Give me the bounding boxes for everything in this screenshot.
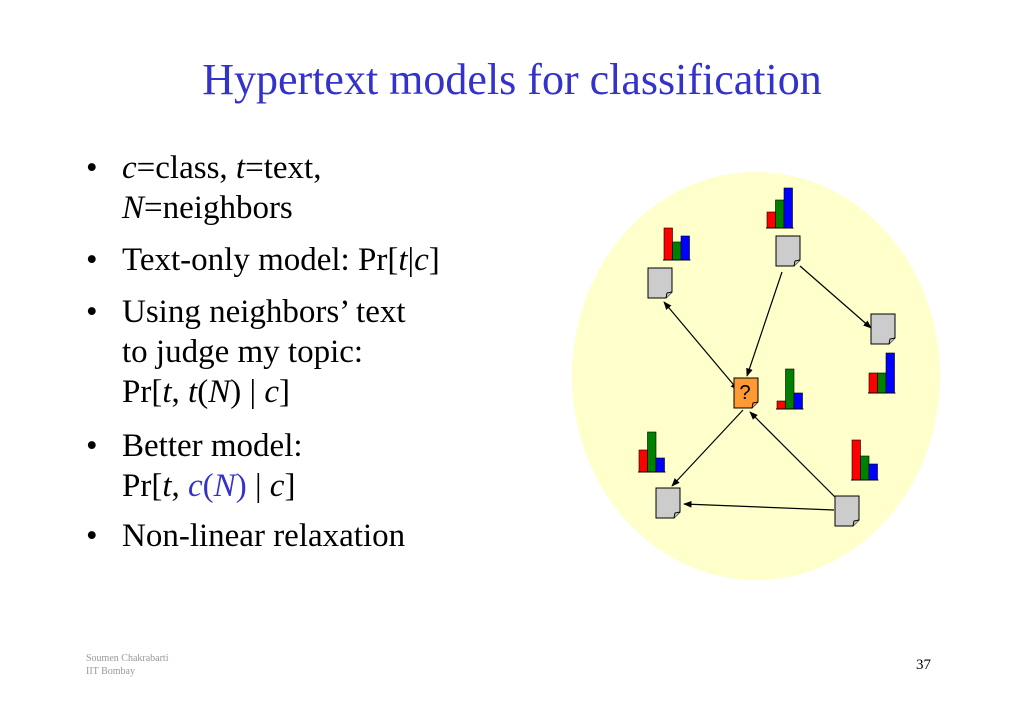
bullet-line: Better model: — [122, 426, 556, 466]
link-bottom-right-unknown — [749, 411, 837, 499]
class-histogram — [766, 187, 794, 229]
bullet-text: =neighbors — [144, 190, 293, 226]
bullet-glyph: • — [86, 242, 98, 278]
bullet-text: ( — [197, 374, 209, 410]
bullet-line: Pr[t, t(N) | c] — [122, 372, 556, 412]
bullet-line: Text-only model: Pr[t|c] — [122, 240, 556, 280]
doc-icon-unknown: ? — [733, 377, 759, 409]
doc-icon-bottom-right — [834, 495, 860, 527]
bullet-text: ) — [235, 468, 247, 504]
link-unknown-top-left — [663, 301, 739, 391]
bullet-text: =text, — [245, 150, 322, 186]
class-histograms — [638, 187, 896, 481]
bullet-text: t — [398, 242, 408, 278]
bullet-text: c — [269, 468, 285, 504]
histogram-bar-green — [860, 455, 870, 481]
bullet-item: •c=class, t=text,N=neighbors — [86, 148, 556, 228]
bullet-text: t — [235, 150, 246, 186]
class-histogram — [776, 368, 804, 410]
bullet-text: t — [162, 374, 172, 410]
histogram-bar-green — [775, 199, 785, 229]
histogram-bar-red — [868, 372, 878, 394]
bullet-text: Pr[ — [122, 374, 163, 410]
histogram-bar-red — [638, 449, 648, 473]
bullet-text: Text-only model: Pr[ — [122, 242, 399, 278]
bullet-glyph: • — [86, 518, 98, 554]
bullet-item: • Non-linear relaxation — [86, 516, 556, 556]
link-top-center-right — [799, 265, 872, 329]
bullet-line: N=neighbors — [122, 188, 556, 228]
histogram-bar-red — [766, 211, 776, 229]
bullet-text: =class, — [136, 150, 236, 186]
bullet-text: c — [264, 374, 279, 410]
bullet-item: •Better model:Pr[t, c(N) | c] — [86, 426, 556, 506]
bullet-text: N — [122, 190, 145, 226]
bullet-text: N — [213, 468, 236, 504]
bullet-line: Using neighbors’ text — [122, 292, 556, 332]
bullet-text: ] — [428, 242, 440, 278]
bullet-text: ( — [202, 468, 214, 504]
class-histogram — [638, 431, 666, 473]
histogram-bar-green — [672, 241, 682, 261]
bullet-text: ) | — [230, 374, 265, 410]
link-top-center-unknown — [746, 271, 783, 377]
doc-icon-top-center — [775, 235, 801, 267]
doc-icon-top-left — [647, 267, 673, 299]
bullet-text: | — [407, 242, 415, 278]
bullet-line: to judge my topic: — [122, 332, 556, 372]
bullet-text: c — [414, 242, 429, 278]
histogram-bar-blue — [793, 392, 803, 410]
footer-institution: IIT Bombay — [86, 666, 135, 677]
bullet-text: , — [171, 374, 189, 410]
bullet-text: Pr[ — [122, 468, 163, 504]
link-bottom-right-bottom-left — [683, 500, 835, 511]
bullet-text: c — [188, 468, 203, 504]
bullet-text: , — [171, 468, 189, 504]
unknown-class-label: ? — [739, 382, 750, 404]
histogram-bar-blue — [885, 352, 895, 394]
bullet-text: Non-linear relaxation — [122, 518, 406, 554]
doc-icon-bottom-left — [655, 487, 681, 519]
bullet-text: t — [162, 468, 172, 504]
bullet-text: Using neighbors’ text — [122, 294, 406, 330]
slide-title: Hypertext models for classification — [202, 55, 822, 104]
link-unknown-bottom-left — [671, 409, 744, 487]
footer: Soumen Chakrabarti IIT Bombay — [86, 652, 168, 678]
bullet-glyph: • — [86, 150, 98, 186]
histogram-bar-red — [663, 227, 673, 261]
page-number: 37 — [916, 657, 931, 673]
class-histogram — [868, 352, 896, 394]
bullet-text: to judge my topic: — [122, 334, 364, 370]
bullet-text: | — [246, 468, 270, 504]
bullet-text: t — [188, 374, 198, 410]
bullet-line: Pr[t, c(N) | c] — [122, 466, 556, 506]
histogram-bar-blue — [680, 235, 690, 261]
histogram-bar-red — [776, 400, 786, 410]
bullet-line: Non-linear relaxation — [122, 516, 556, 556]
bullet-text: c — [122, 150, 137, 186]
histogram-bar-blue — [783, 187, 793, 229]
bullet-text: ] — [284, 468, 296, 504]
bullet-line: c=class, t=text, — [122, 148, 556, 188]
bullet-item: • Using neighbors’ text to judge my topic:… — [86, 292, 556, 412]
footer-author: Soumen Chakrabarti — [86, 653, 169, 664]
class-histogram — [663, 227, 691, 261]
class-histogram — [851, 439, 879, 481]
histogram-bar-green — [785, 368, 795, 410]
histogram-bar-blue — [868, 463, 878, 481]
bullet-list: •c=class, t=text,N=neighbors•Text-only m… — [86, 148, 556, 556]
histogram-bar-green — [647, 431, 657, 473]
bullet-text: ] — [278, 374, 290, 410]
doc-icon-right — [870, 313, 896, 345]
histogram-bar-red — [851, 439, 861, 481]
histogram-bar-blue — [655, 457, 665, 473]
histogram-bar-green — [877, 372, 887, 394]
bullet-glyph: • — [86, 294, 98, 330]
bullet-item: • Text-only model: Pr[t|c] — [86, 240, 556, 280]
bullet-glyph: • — [86, 428, 98, 464]
bullet-text: Better model: — [122, 428, 303, 464]
bullet-text: N — [208, 374, 231, 410]
